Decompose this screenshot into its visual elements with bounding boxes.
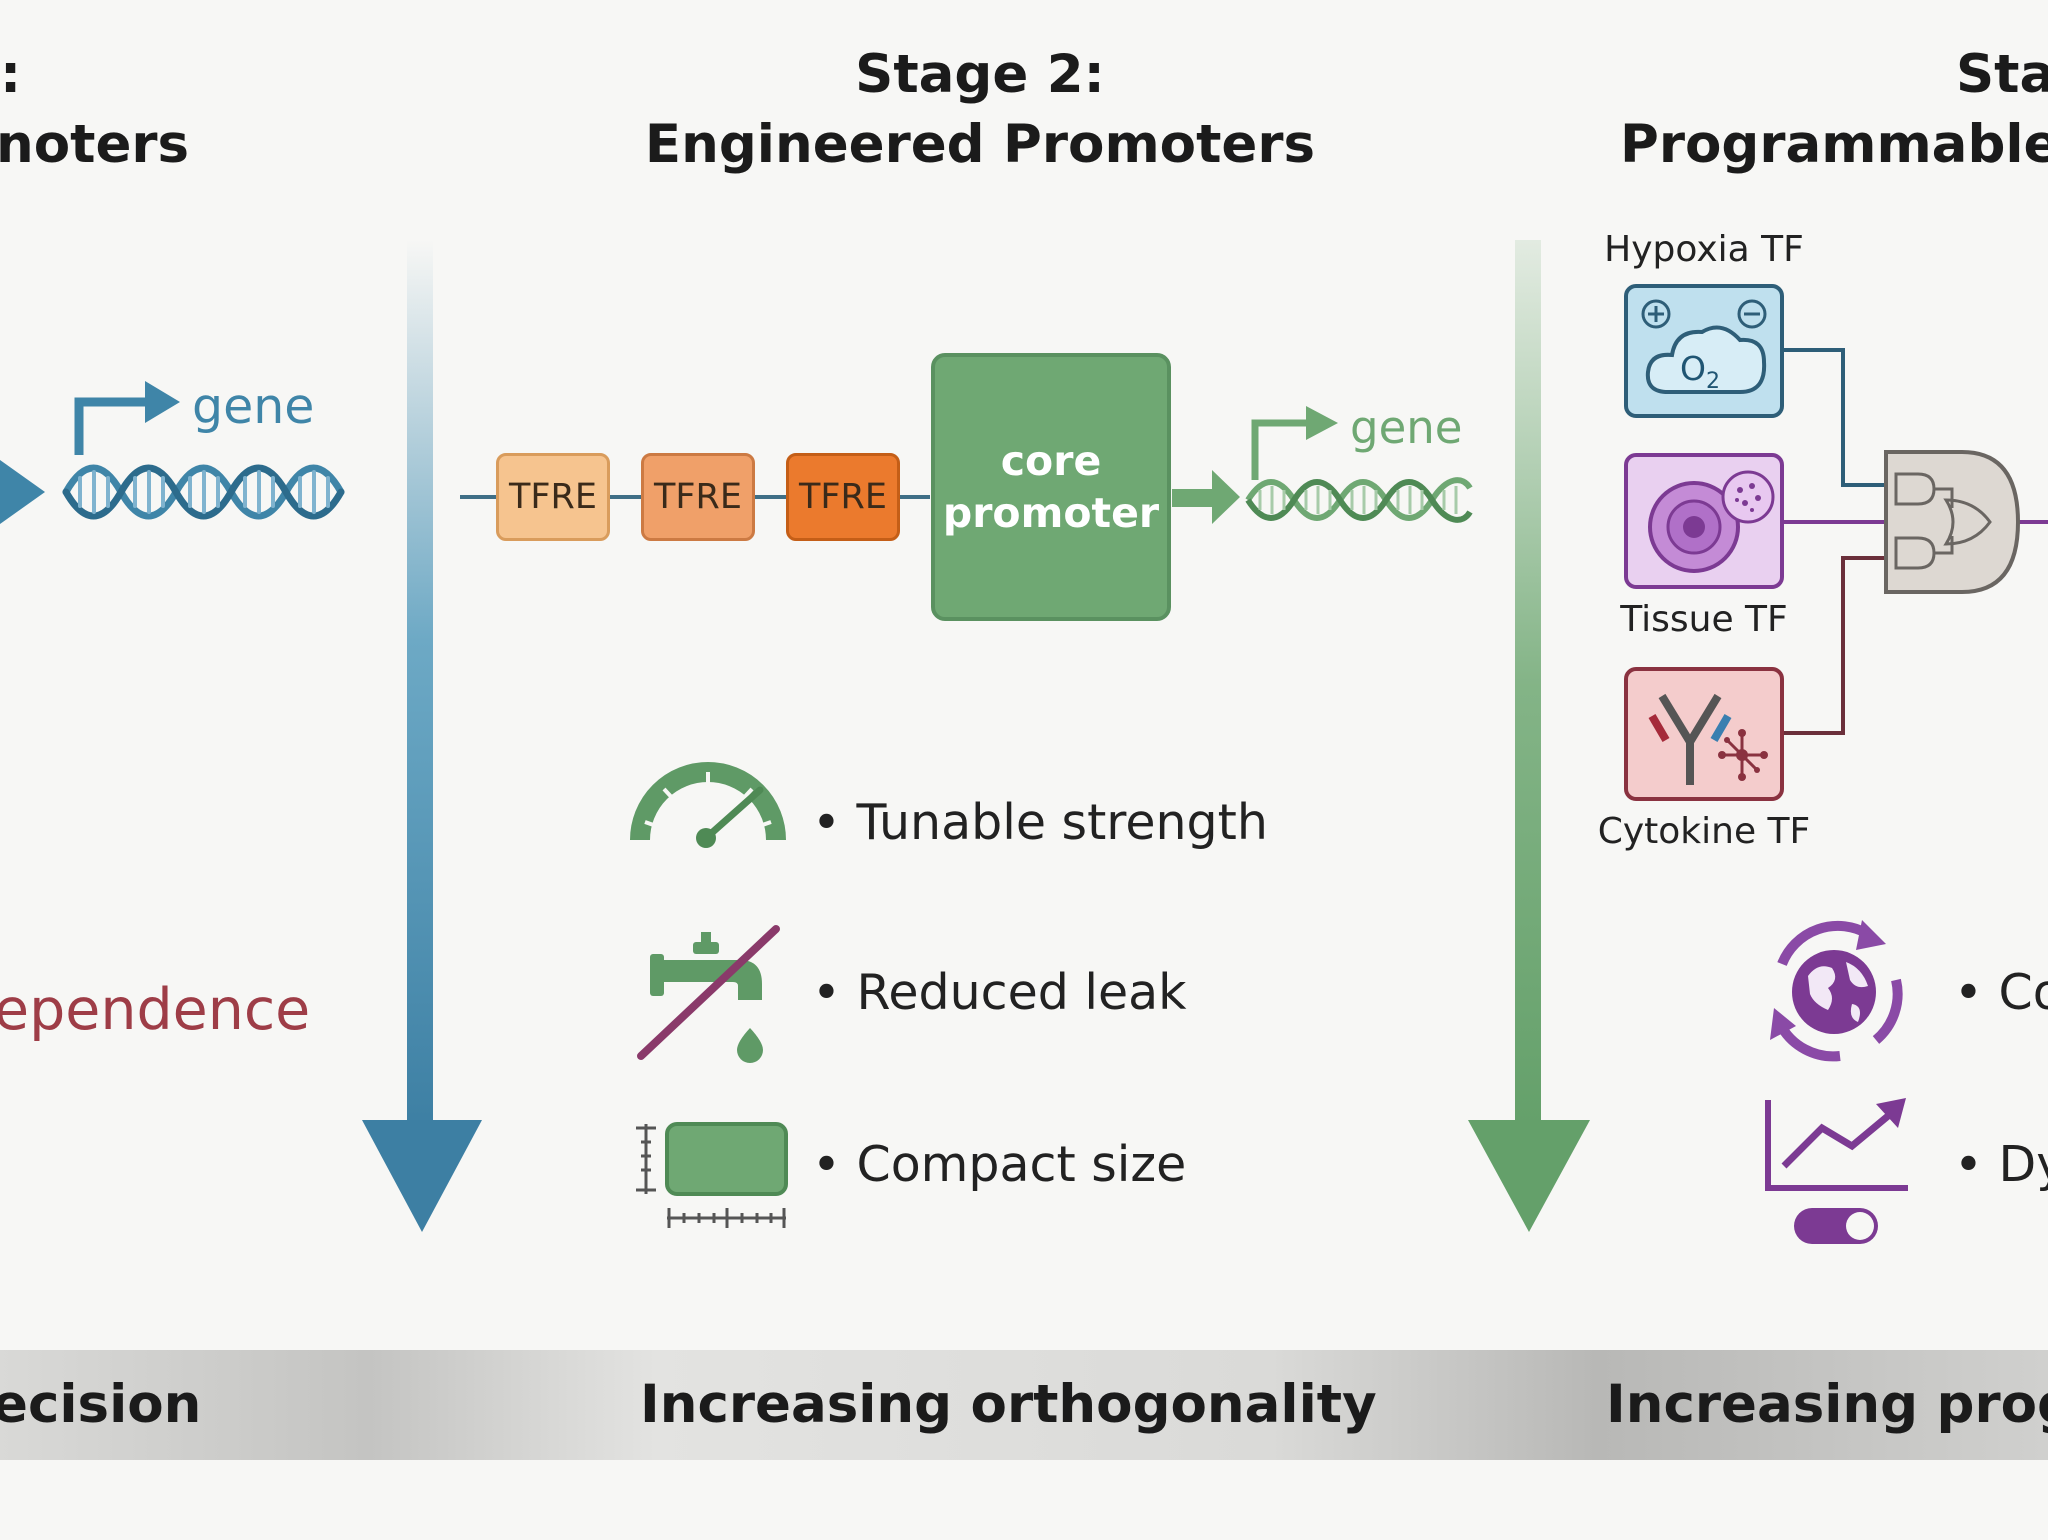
tfre-box-2: TFRE — [641, 453, 755, 541]
faucet-no-leak-icon — [637, 925, 780, 1063]
trend-chart-toggle-icon — [1765, 1098, 1908, 1244]
cloud-o2-icon: O2 — [1624, 284, 1784, 418]
stage2-gene-label: gene — [1350, 401, 1463, 454]
tf-wires — [1782, 348, 2048, 735]
stage2-promoter-arrow-icon — [1251, 406, 1338, 480]
logic-gate-icon — [1884, 450, 2021, 594]
compact-block-icon — [636, 1122, 788, 1228]
bottom-band — [0, 1350, 2048, 1460]
tfre-box-1: TFRE — [496, 453, 610, 541]
stage3-feature-1: • Co — [1954, 964, 2048, 1021]
band-label-programmability: Increasing progr — [1606, 1374, 2048, 1435]
feature-reduced-leak: • Reduced leak — [812, 964, 1187, 1021]
hypoxia-tf-label: Hypoxia TF — [1604, 229, 1804, 270]
feature-tunable-strength: • Tunable strength — [812, 794, 1268, 851]
stage3-feature-2: • Dy — [1954, 1136, 2048, 1193]
tissue-tf-label: Tissue TF — [1620, 599, 1788, 640]
stage3-title-line1: Sta — [1956, 44, 2048, 105]
stage2-to-stage3-arrow — [1468, 240, 1590, 1232]
core-promoter-line1: core — [1000, 437, 1102, 485]
stage1-title-line1: : — [0, 44, 22, 105]
stage1-input-arrowhead — [0, 460, 45, 524]
stage1-dependence-text: ependence — [0, 977, 311, 1043]
tissue-cell-icon — [1624, 453, 1784, 589]
band-label-orthogonality: Increasing orthogonality — [640, 1374, 1377, 1435]
gauge-icon — [630, 762, 786, 848]
stage1-to-stage2-arrow — [362, 240, 482, 1232]
stage2-title-line1: Stage 2: — [855, 44, 1105, 105]
stage2-title-line2: Engineered Promoters — [644, 114, 1316, 175]
cycle-globe-icon — [1770, 920, 1903, 1062]
stage3-title-line2: Programmable S — [1620, 114, 2048, 175]
feature-compact-size: • Compact size — [812, 1136, 1187, 1193]
core-promoter-line2: promoter — [942, 489, 1160, 537]
stage2-dna-helix-icon — [1245, 477, 1473, 523]
stage1-gene-label: gene — [192, 378, 315, 435]
antibody-cytokine-icon — [1624, 667, 1784, 801]
stage1-title-line2: noters — [0, 114, 190, 175]
band-label-precision: ecision — [0, 1374, 202, 1435]
dna-helix-icon — [62, 464, 345, 520]
svg-text:O2: O2 — [1680, 349, 1720, 394]
promoter-arrow-icon — [74, 381, 180, 455]
tfre-box-3: TFRE — [786, 453, 900, 541]
core-to-gene-arrow — [1172, 470, 1240, 524]
cytokine-tf-label: Cytokine TF — [1597, 811, 1811, 852]
core-promoter-box: core promoter — [931, 353, 1171, 621]
